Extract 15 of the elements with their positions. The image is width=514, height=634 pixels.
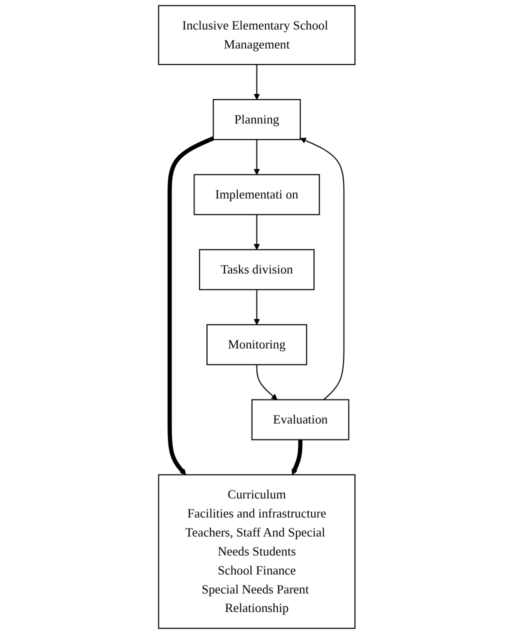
node-box: Planning (212, 99, 301, 140)
node-box: Monitoring (206, 324, 308, 366)
arrow (292, 440, 303, 476)
arrow (254, 140, 260, 175)
arrow (254, 64, 260, 100)
node-box: Curriculum Facilities and infrastructure Teachers, Staff And Special Needs Students School Finance Special Needs Parent Relationship (158, 474, 356, 629)
node-box: Evaluation (252, 399, 350, 440)
arrow (254, 214, 260, 250)
arrow (168, 136, 214, 476)
arrow (256, 364, 278, 400)
node-box: Tasks division (199, 249, 315, 290)
node-box: Inclusive Elementary School Management (158, 5, 356, 66)
node-box: Implementati on (194, 174, 320, 216)
arrow (254, 290, 260, 325)
arrow (300, 138, 345, 400)
